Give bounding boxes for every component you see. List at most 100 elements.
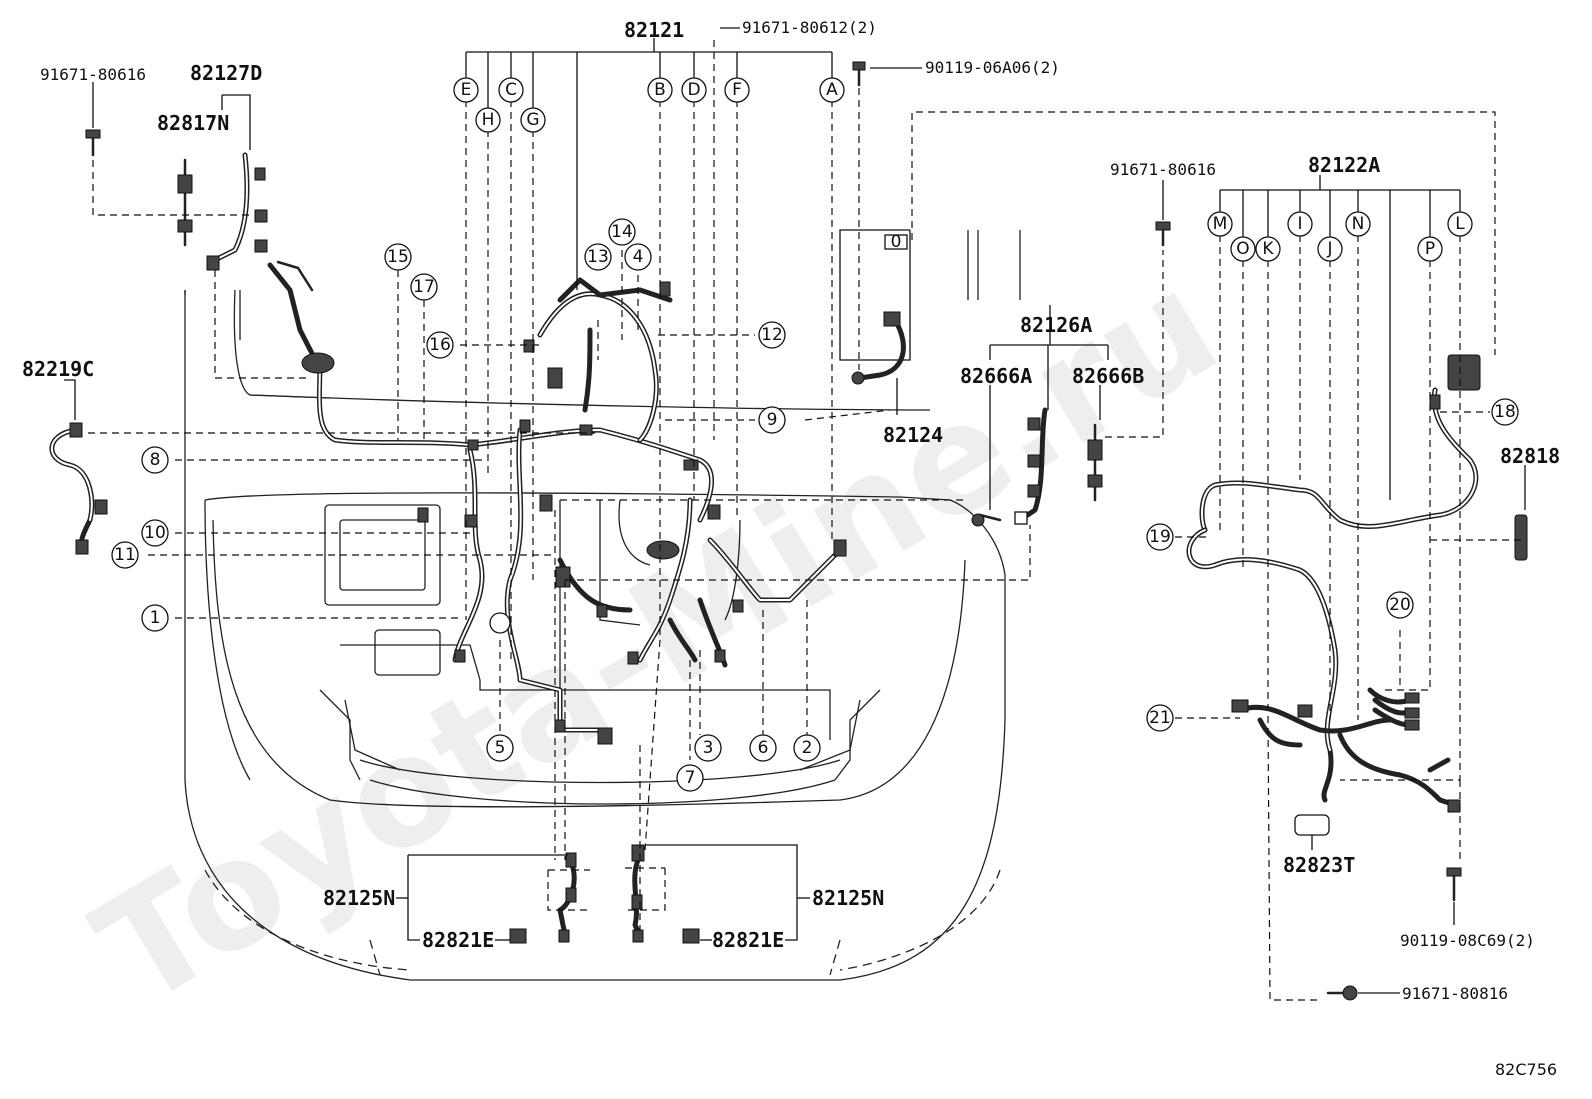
svg-text:I: I	[1297, 214, 1302, 234]
part-82125N-right-label: 82125N	[812, 886, 884, 910]
svg-text:3: 3	[703, 738, 714, 758]
svg-text:20: 20	[1389, 595, 1411, 615]
svg-text:M: M	[1213, 214, 1228, 234]
svg-text:D: D	[687, 80, 700, 100]
callout-4: 4	[624, 243, 652, 271]
letter-circle-C: C	[498, 77, 524, 103]
letter-circle-F: F	[724, 77, 750, 103]
svg-text:18: 18	[1494, 402, 1516, 422]
part-82219C-label: 82219C	[22, 357, 94, 381]
letter-circle-M: M	[1207, 211, 1233, 237]
svg-text:21: 21	[1149, 708, 1171, 728]
svg-text:L: L	[1455, 214, 1465, 234]
callout-5: 5	[486, 734, 514, 762]
letter-circle-E: E	[453, 77, 479, 103]
svg-text:17: 17	[413, 277, 435, 297]
letter-circle-P: P	[1417, 236, 1443, 262]
part-82817N-label: 82817N	[157, 111, 229, 135]
svg-text:A: A	[826, 80, 838, 100]
harness-82125N	[509, 844, 700, 944]
svg-text:7: 7	[685, 768, 696, 788]
part-82821E-left-label: 82821E	[422, 928, 494, 952]
callout-14: 14	[608, 218, 636, 246]
svg-text:16: 16	[429, 335, 451, 355]
numbered-callouts: 1 2 3 4 5 6 7 8 9 10 11 12 13 14 15 16 1…	[111, 218, 1519, 792]
harness-82122A	[1186, 354, 1528, 1001]
part-82127D-label: 82127D	[190, 61, 262, 85]
callout-19: 19	[1146, 523, 1174, 551]
callout-3: 3	[694, 734, 722, 762]
svg-text:8: 8	[150, 450, 161, 470]
connector-letters-82122A: M O K I J N P L	[1207, 211, 1473, 262]
svg-text:K: K	[1262, 239, 1274, 259]
svg-text:N: N	[1352, 214, 1365, 234]
svg-text:2: 2	[802, 738, 813, 758]
callout-11: 11	[111, 541, 139, 569]
svg-text:H: H	[482, 110, 495, 130]
bolt-91671-80612-label: 91671-80612(2)	[742, 18, 877, 37]
svg-text:15: 15	[387, 247, 409, 267]
svg-text:14: 14	[611, 222, 633, 242]
letter-circle-B: B	[647, 77, 673, 103]
svg-text:C: C	[505, 80, 517, 100]
part-82124-label: 82124	[883, 423, 943, 447]
part-82666B-label: 82666B	[1072, 364, 1144, 388]
dashed-reference-lines	[88, 40, 1525, 1001]
svg-text:E: E	[461, 80, 472, 100]
bolt-90119-06A06-label: 90119-06A06(2)	[925, 58, 1060, 77]
svg-text:J: J	[1326, 239, 1332, 259]
part-82818-label: 82818	[1500, 444, 1560, 468]
bolt-91671-80616-left-label: 91671-80616	[40, 65, 146, 84]
bolt-90119-08C69-label: 90119-08C69(2)	[1400, 931, 1535, 950]
callout-7: 7	[676, 764, 704, 792]
part-82666A-label: 82666A	[960, 364, 1032, 388]
callout-18: 18	[1491, 398, 1519, 426]
svg-text:B: B	[654, 80, 666, 100]
svg-text:5: 5	[495, 738, 506, 758]
callout-17: 17	[410, 273, 438, 301]
bracket-82124: 0	[839, 61, 911, 385]
part-82823T-label: 82823T	[1283, 853, 1355, 877]
bolt-91671-80816-label: 91671-80816	[1402, 984, 1508, 1003]
letter-circle-N: N	[1345, 211, 1371, 237]
callout-21: 21	[1146, 704, 1174, 732]
letter-circle-H: H	[475, 107, 501, 133]
svg-text:9: 9	[767, 410, 778, 430]
callout-2: 2	[793, 734, 821, 762]
svg-text:19: 19	[1149, 527, 1171, 547]
svg-text:G: G	[526, 110, 539, 130]
harness-82219C	[49, 422, 108, 555]
svg-text:P: P	[1425, 239, 1435, 259]
letter-circle-G: G	[520, 107, 546, 133]
svg-text:11: 11	[114, 545, 136, 565]
harness-82127D	[85, 129, 268, 271]
letter-circle-L: L	[1447, 211, 1473, 237]
svg-text:F: F	[732, 80, 742, 100]
bolt-91671-80616-right-label: 91671-80616	[1110, 160, 1216, 179]
letter-circle-J: J	[1317, 236, 1343, 262]
callout-10: 10	[141, 519, 169, 547]
part-82121-label: 82121	[624, 18, 684, 42]
svg-text:13: 13	[587, 247, 609, 267]
letter-circle-I: I	[1287, 211, 1313, 237]
svg-text:12: 12	[761, 325, 783, 345]
leader-lines	[64, 27, 1526, 994]
callout-1: 1	[141, 604, 169, 632]
bracket-label: 0	[891, 232, 902, 252]
harness-82121	[267, 260, 847, 745]
part-82122A-label: 82122A	[1308, 153, 1380, 177]
letter-circle-K: K	[1255, 236, 1281, 262]
callout-6: 6	[749, 734, 777, 762]
callout-8: 8	[141, 446, 169, 474]
callout-15: 15	[384, 243, 412, 271]
watermark: Toyota-Mine.ru	[69, 238, 1246, 1040]
part-82126A-label: 82126A	[1020, 313, 1092, 337]
svg-text:O: O	[1236, 239, 1249, 259]
diagram-code: 82C756	[1495, 1060, 1557, 1079]
harness-82126A	[971, 221, 1171, 527]
part-82125N-left-label: 82125N	[323, 886, 395, 910]
callout-12: 12	[758, 321, 786, 349]
callout-16: 16	[426, 331, 454, 359]
svg-text:1: 1	[150, 608, 161, 628]
